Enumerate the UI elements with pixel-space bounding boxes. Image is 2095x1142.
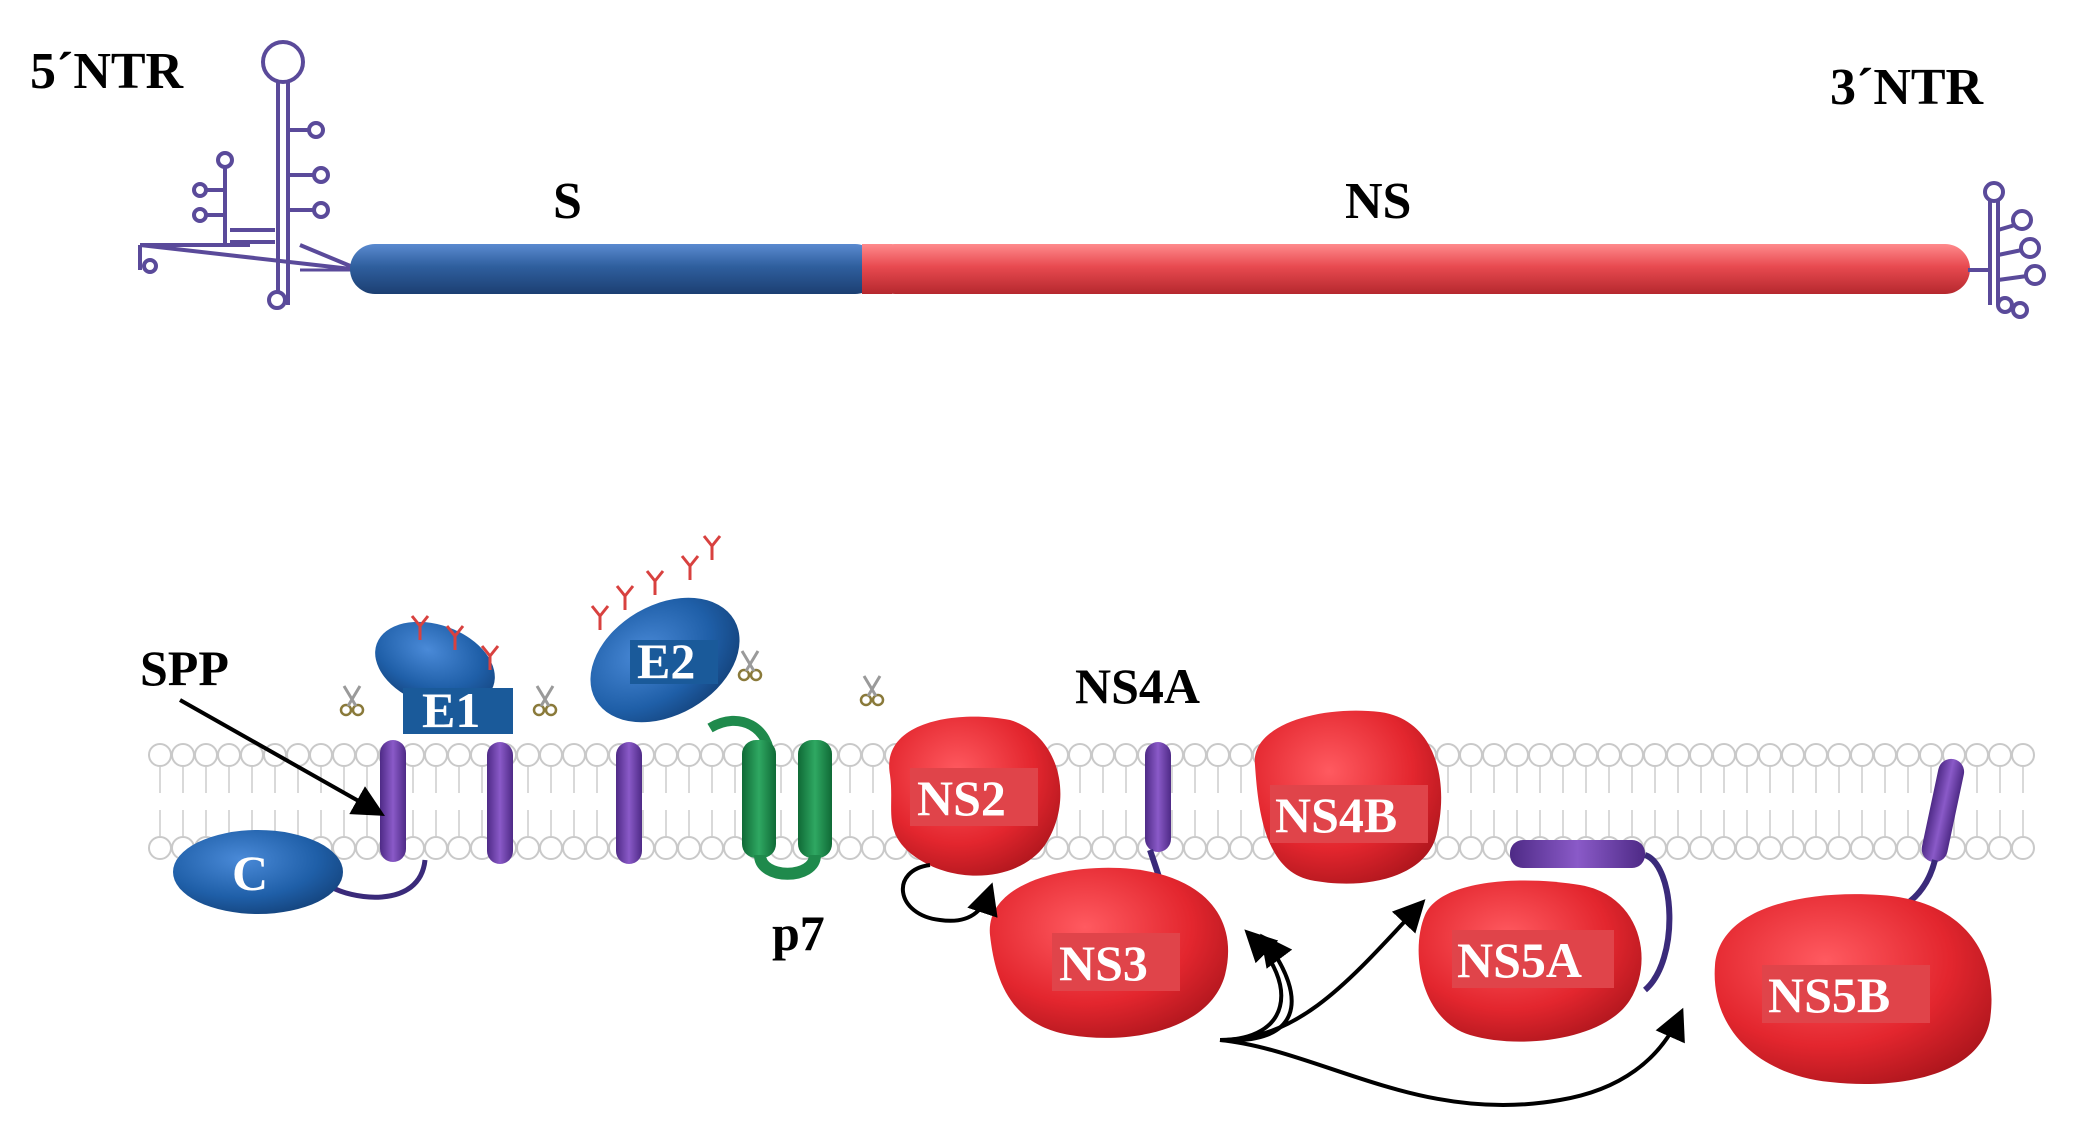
cleavage-arrows: [901, 863, 1685, 1108]
arrow-icon: [901, 863, 998, 923]
scissors-icon: [737, 649, 763, 682]
tm-helix-ns4a: [1145, 742, 1171, 852]
tm-helix-e1-1: [380, 740, 406, 862]
envelope-protein-e1: E1: [375, 614, 513, 738]
nonstructural-protein-ns4b: NS4B: [1254, 710, 1442, 884]
scissors-icon: [532, 684, 558, 717]
arrow-icon: [179, 698, 385, 816]
nonstructural-genome-segment: [870, 244, 1970, 294]
label-ns4a: NS4A: [1075, 658, 1200, 714]
core-protein-c: C: [173, 830, 428, 914]
membrane-bilayer: [148, 743, 2035, 860]
p7-channel: [707, 715, 832, 880]
envelope-protein-e2: E2: [590, 534, 740, 723]
arrow-icon: [1219, 899, 1426, 1042]
protein-label-c: C: [232, 845, 268, 901]
scissors-icon: [339, 684, 365, 717]
label-3ntr: 3´NTR: [1830, 59, 1985, 116]
label-5ntr: 5´NTR: [30, 43, 185, 100]
rna-3prime-structure-icon: [1968, 181, 2046, 319]
protein-label-ns5b: NS5B: [1768, 967, 1890, 1023]
protein-label-ns2: NS2: [917, 770, 1006, 826]
label-spp: SPP: [140, 640, 229, 696]
rna-stem-loop-icon: [138, 40, 361, 310]
label-p7: p7: [772, 905, 825, 961]
tm-helix-e1-2: [487, 742, 513, 864]
tm-helix-ns5b: [1921, 758, 1965, 863]
protein-label-ns5a: NS5A: [1457, 932, 1582, 988]
protein-label-e1: E1: [422, 682, 480, 738]
protein-label-ns4b: NS4B: [1275, 787, 1397, 843]
tm-helix-e2: [616, 742, 642, 864]
ns5a-amphipathic-helix: [1510, 840, 1645, 868]
label-nonstructural-region: NS: [1345, 173, 1411, 230]
nonstructural-protein-ns3: NS3: [989, 849, 1229, 1038]
nonstructural-protein-ns5b: NS5B: [1714, 859, 1992, 1085]
scissors-icon: [859, 674, 885, 707]
protein-label-ns3: NS3: [1059, 935, 1148, 991]
nonstructural-protein-ns5a: NS5A: [1418, 852, 1673, 1042]
protein-label-e2: E2: [637, 633, 695, 689]
structural-genome-segment: [350, 244, 880, 294]
arrow-icon: [1219, 1007, 1685, 1108]
label-structural-region: S: [553, 173, 582, 230]
nonstructural-protein-ns2: NS2: [889, 716, 1061, 876]
